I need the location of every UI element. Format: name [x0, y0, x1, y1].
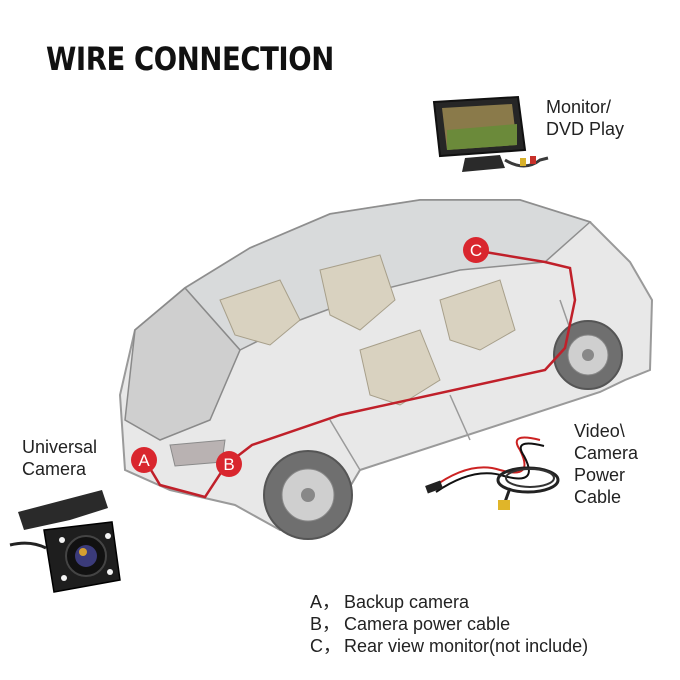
car-illustration	[118, 199, 654, 540]
cable-label-line-1: Video\	[574, 421, 625, 441]
legend: A，Backup camera B，Camera power cable C，R…	[310, 591, 588, 657]
legend-item-b: B，Camera power cable	[310, 613, 588, 635]
svg-text:B: B	[223, 455, 234, 474]
camera-illustration	[9, 490, 121, 593]
legend-text: Backup camera	[344, 592, 470, 612]
legend-item-c: C，Rear view monitor(not include)	[310, 635, 588, 657]
front-wheel	[553, 320, 623, 390]
page-title: WIRE CONNECTION	[46, 40, 334, 78]
legend-key: C，	[310, 636, 341, 656]
cable-label-line-4: Cable	[574, 487, 622, 507]
legend-key: A，	[310, 592, 341, 612]
cable-label-line-3: Power	[574, 465, 626, 485]
monitor-label-line-2: DVD Play	[546, 119, 625, 139]
camera-label-line-1: Universal	[22, 437, 98, 457]
legend-text: Rear view monitor(not include)	[344, 636, 589, 656]
rear-wheel	[263, 450, 353, 540]
cable-label-line-2: Camera	[574, 443, 639, 463]
camera-label: Universal Camera	[22, 436, 97, 480]
marker-b: B	[216, 451, 242, 477]
legend-item-a: A，Backup camera	[310, 591, 588, 613]
monitor-label: Monitor/ DVD Play	[546, 96, 624, 140]
svg-text:C: C	[470, 241, 482, 260]
power-cable-illustration	[425, 436, 560, 510]
monitor-label-line-1: Monitor/	[546, 97, 612, 117]
marker-c: C	[463, 237, 489, 263]
monitor-illustration	[432, 95, 549, 172]
camera-label-line-2: Camera	[22, 459, 87, 479]
wire-route	[143, 250, 577, 499]
marker-a: A	[131, 447, 157, 473]
cable-label: Video\ Camera Power Cable	[574, 420, 638, 508]
legend-key: B，	[310, 614, 341, 634]
legend-text: Camera power cable	[344, 614, 511, 634]
svg-text:A: A	[138, 451, 150, 470]
